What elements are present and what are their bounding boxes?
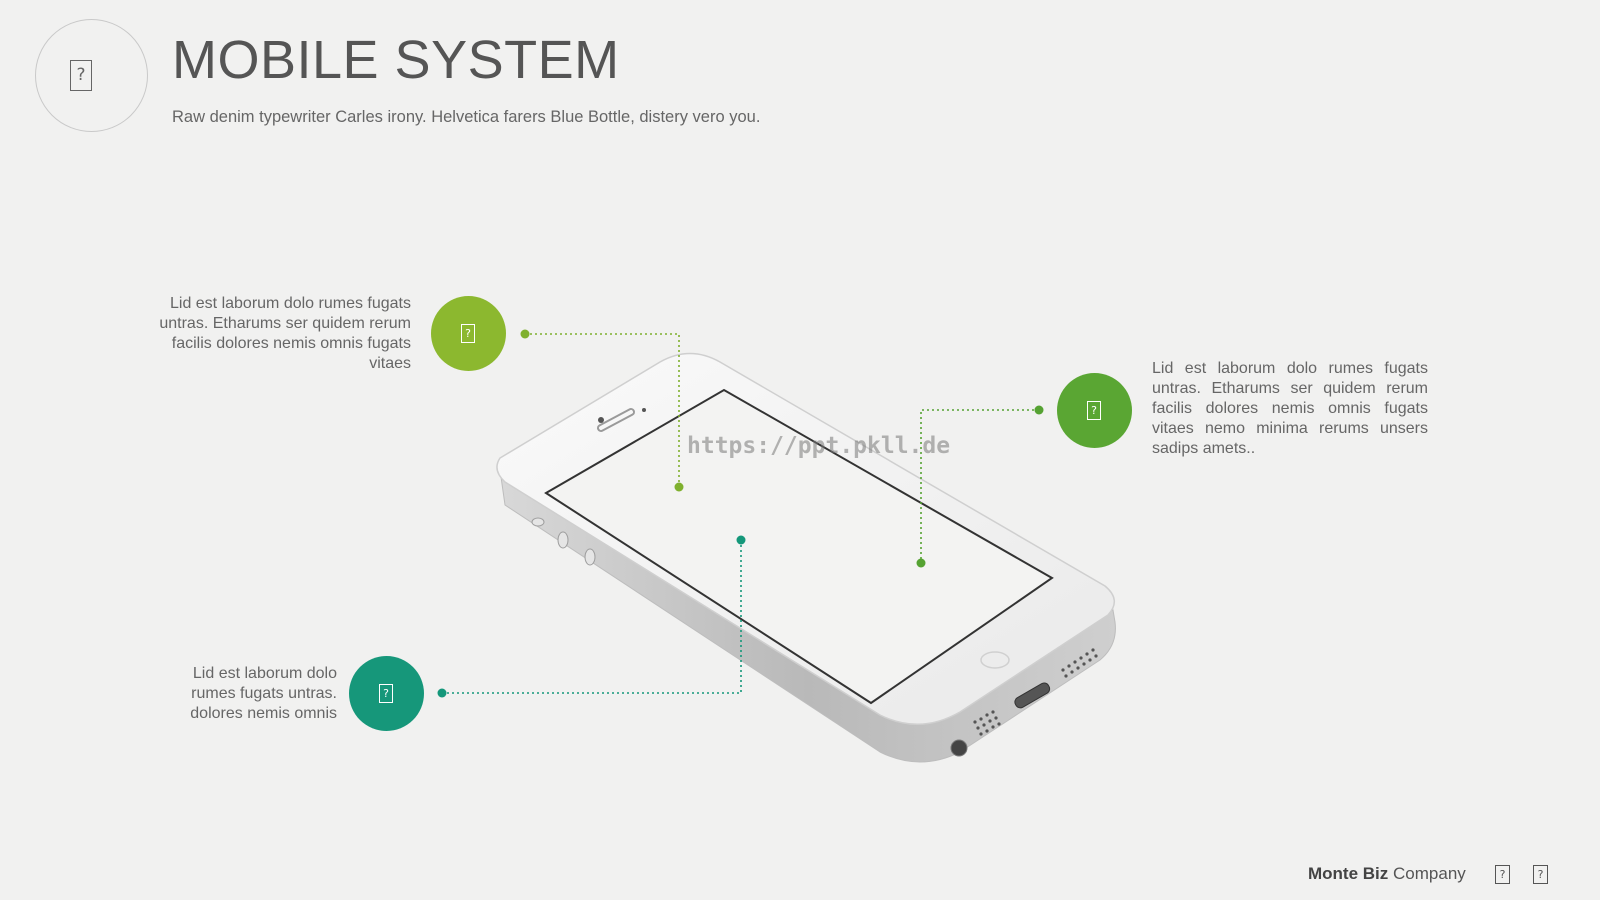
callout-1-circle: ? (431, 296, 506, 371)
connector-lines (442, 333, 1039, 694)
footer-brand-rest: Company (1393, 864, 1466, 883)
watermark: https://ppt.pkll.de (687, 433, 951, 459)
page-title: MOBILE SYSTEM (172, 30, 620, 90)
placeholder-glyph-icon: ? (1495, 865, 1510, 884)
placeholder-glyph-icon: ? (379, 684, 393, 703)
header-icon-circle: ? (35, 19, 148, 132)
connector-line-3 (442, 540, 742, 694)
connector-line-1 (525, 333, 680, 487)
phone-body (496, 352, 1116, 763)
connector-line-2 (920, 409, 1039, 563)
placeholder-glyph-icon: ? (1087, 401, 1101, 420)
callout-2-text: Lid est laborum dolo rumes fugats untras… (1152, 360, 1428, 457)
placeholder-glyph-icon: ? (461, 324, 475, 343)
footer-brand: Monte Biz Company (1308, 864, 1466, 884)
placeholder-glyph-icon: ? (70, 60, 92, 91)
connector-dots (437, 329, 1044, 698)
footer-brand-bold: Monte Biz (1308, 864, 1389, 883)
callout-1-text: Lid est laborum dolo rumes fugats untras… (159, 295, 411, 372)
callout-3-circle: ? (349, 656, 424, 731)
placeholder-glyph-icon: ? (1533, 865, 1548, 884)
callout-3-text: Lid est laborum dolo rumes fugats untras… (190, 665, 337, 722)
phone-screen (544, 388, 1054, 705)
callout-2-circle: ? (1057, 373, 1132, 448)
page-subtitle: Raw denim typewriter Carles irony. Helve… (172, 108, 761, 126)
